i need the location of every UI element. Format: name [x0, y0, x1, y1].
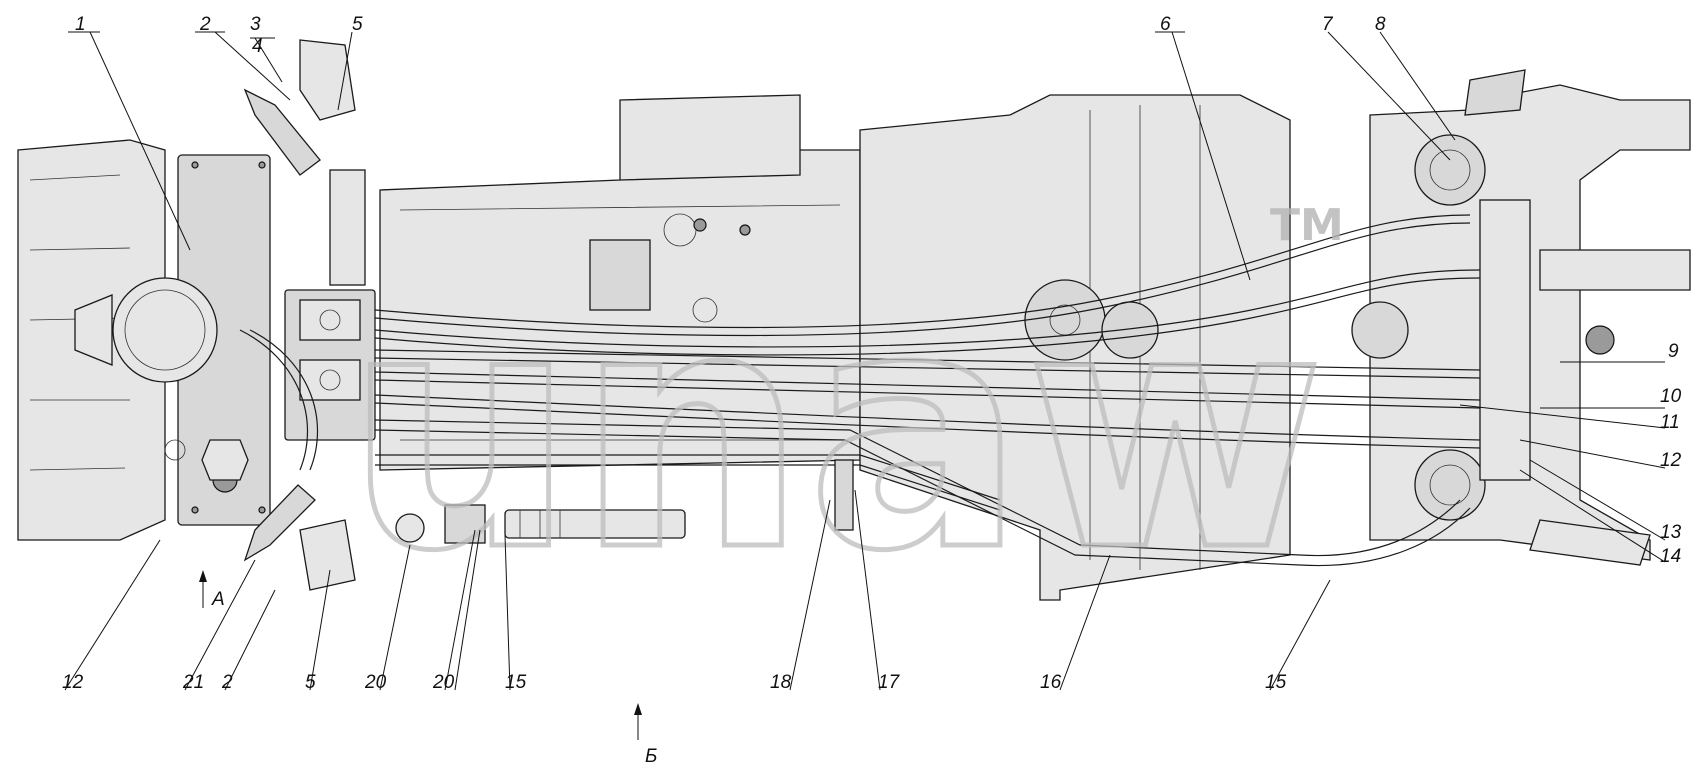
watermark: unaw TM	[343, 200, 1344, 626]
callout-18: 18	[770, 672, 792, 693]
callout-3: 3	[250, 14, 261, 35]
svg-text:unaw: unaw	[345, 239, 1325, 623]
callout-7: 7	[1322, 14, 1334, 35]
leader-lines	[64, 31, 1666, 740]
callout-2-bottom: 2	[221, 672, 233, 693]
left-housing	[17, 139, 271, 541]
callout-16: 16	[1040, 672, 1062, 693]
callout-4: 4	[252, 36, 263, 57]
callout-labels: 1 2 3 4 5 6 7 8 9 10 11 12 13 14 12 21 2…	[62, 14, 1682, 767]
callout-13: 13	[1660, 522, 1682, 543]
callout-5-top: 5	[352, 14, 363, 35]
callout-15-left: 15	[505, 672, 527, 693]
callout-5-bottom: 5	[305, 672, 316, 693]
callout-15-right: 15	[1265, 672, 1287, 693]
callout-12-bottom: 12	[62, 672, 84, 693]
callout-12-right: 12	[1660, 450, 1682, 471]
callout-20-left: 20	[364, 672, 387, 693]
callout-2-top: 2	[199, 14, 211, 35]
right-engine-housing	[859, 94, 1291, 601]
hydraulic-hoses	[239, 214, 1481, 567]
svg-text:TM: TM	[1270, 200, 1344, 251]
callout-6: 6	[1160, 14, 1171, 35]
callout-9: 9	[1668, 341, 1679, 362]
view-b-label: Б	[645, 746, 657, 767]
hydraulic-cylinder	[395, 459, 854, 544]
callout-21: 21	[182, 672, 204, 693]
view-a-label: A	[211, 589, 225, 610]
callout-11: 11	[1660, 412, 1680, 433]
rear-axle-housing	[1351, 69, 1691, 566]
callout-8: 8	[1375, 14, 1386, 35]
valve-block	[243, 39, 376, 591]
callout-10: 10	[1660, 386, 1682, 407]
callout-1: 1	[75, 14, 86, 35]
callout-20-right: 20	[432, 672, 455, 693]
callout-17: 17	[878, 672, 901, 693]
callout-14: 14	[1660, 546, 1681, 567]
